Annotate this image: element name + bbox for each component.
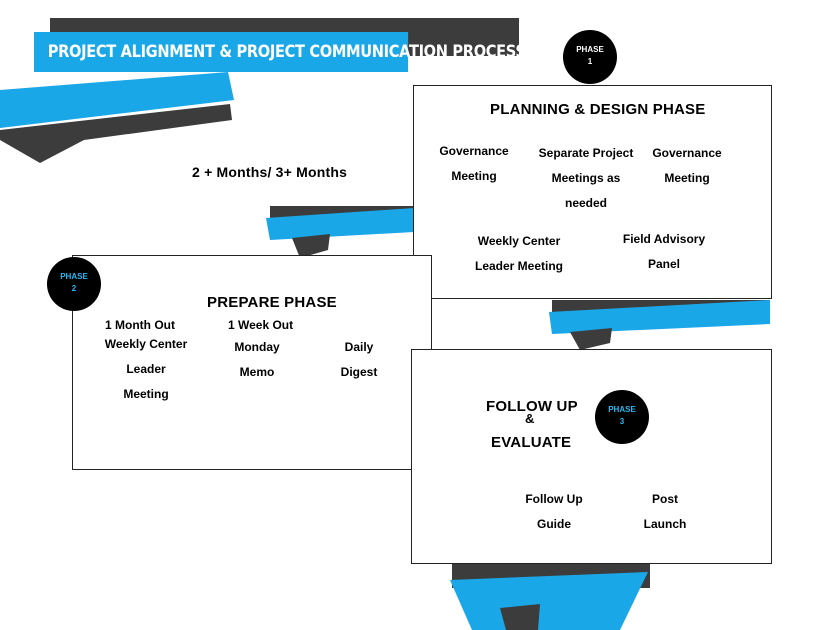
phase-2-badge-label: PHASE (60, 272, 88, 281)
prepare-weekly-line2: Leader (126, 362, 166, 376)
daily-digest-line1: Daily (344, 340, 374, 354)
top-ribbon-blue-tail (0, 72, 234, 128)
phase-2-heading: PREPARE PHASE (207, 294, 337, 311)
monday-memo-line1: Monday (234, 340, 280, 354)
mid-right-ribbon-blue (549, 300, 770, 334)
phase-2-badge: PHASE 2 (47, 257, 101, 311)
phase-3-heading-amp: & (525, 411, 535, 426)
one-week-out-label: 1 Week Out (228, 318, 294, 332)
phase-3-badge-number: 3 (619, 417, 625, 426)
monday-memo-line2: Memo (239, 365, 275, 379)
weekly-center-line2: Leader Meeting (474, 259, 564, 273)
mid-ribbon-blue (266, 208, 414, 240)
separate-project-meetings: Separate Project Meetings as needed (530, 141, 642, 216)
phase-3-badge: PHASE 3 (595, 390, 649, 444)
phase-1-badge-number: 1 (587, 57, 593, 66)
bottom-ribbon-blue (450, 572, 648, 630)
governance-meeting-1-line1: Governance (439, 144, 509, 158)
phase-1-heading: PLANNING & DESIGN PHASE (490, 101, 706, 118)
governance-meeting-1: Governance Meeting (436, 139, 512, 189)
separate-project-line1: Separate Project (538, 146, 634, 160)
page-title: PROJECT ALIGNMENT & PROJECT COMMUNICATIO… (34, 32, 526, 72)
weekly-center-leader-meeting-prepare: Weekly Center Leader Meeting (98, 332, 194, 407)
phase-3-heading-line1: FOLLOW UP (486, 398, 578, 415)
phase-3-heading-line2: EVALUATE (491, 434, 572, 451)
planning-design-phase-box (413, 85, 772, 299)
field-advisory-line1: Field Advisory (622, 232, 706, 246)
mid-right-ribbon-fold (570, 328, 612, 350)
post-launch-line1: Post (651, 492, 678, 506)
field-advisory-line2: Panel (647, 257, 680, 271)
follow-up-guide: Follow Up Guide (518, 487, 590, 537)
phase-1-badge-label: PHASE (576, 45, 604, 54)
separate-project-line3: needed (564, 196, 607, 210)
duration-label: 2 + Months/ 3+ Months (192, 164, 348, 180)
governance-meeting-2-line2: Meeting (664, 171, 710, 185)
weekly-center-line1: Weekly Center (477, 234, 561, 248)
follow-up-evaluate-box (411, 349, 772, 564)
phase-1-badge: PHASE 1 (563, 30, 617, 84)
follow-up-guide-line1: Follow Up (525, 492, 583, 506)
top-ribbon-dark-fold (0, 104, 232, 163)
daily-digest: Daily Digest (334, 335, 384, 385)
field-advisory-panel: Field Advisory Panel (614, 227, 714, 277)
post-launch-line2: Launch (643, 517, 687, 531)
phase-2-badge-number: 2 (71, 284, 77, 293)
daily-digest-line2: Digest (340, 365, 378, 379)
follow-up-guide-line2: Guide (536, 517, 571, 531)
monday-memo: Monday Memo (226, 335, 288, 385)
prepare-weekly-line3: Meeting (123, 387, 169, 401)
phase-3-badge-label: PHASE (608, 405, 636, 414)
one-month-out-label: 1 Month Out (105, 318, 175, 332)
weekly-center-leader-meeting: Weekly Center Leader Meeting (466, 229, 572, 279)
mid-ribbon-fold (292, 234, 330, 258)
separate-project-line2: Meetings as (551, 171, 621, 185)
bottom-ribbon-fold (500, 604, 540, 630)
prepare-weekly-line1: Weekly Center (104, 337, 188, 351)
prepare-phase-box (72, 255, 432, 470)
governance-meeting-2-line1: Governance (652, 146, 722, 160)
governance-meeting-1-line2: Meeting (451, 169, 497, 183)
post-launch: Post Launch (636, 487, 694, 537)
governance-meeting-2: Governance Meeting (648, 141, 726, 191)
